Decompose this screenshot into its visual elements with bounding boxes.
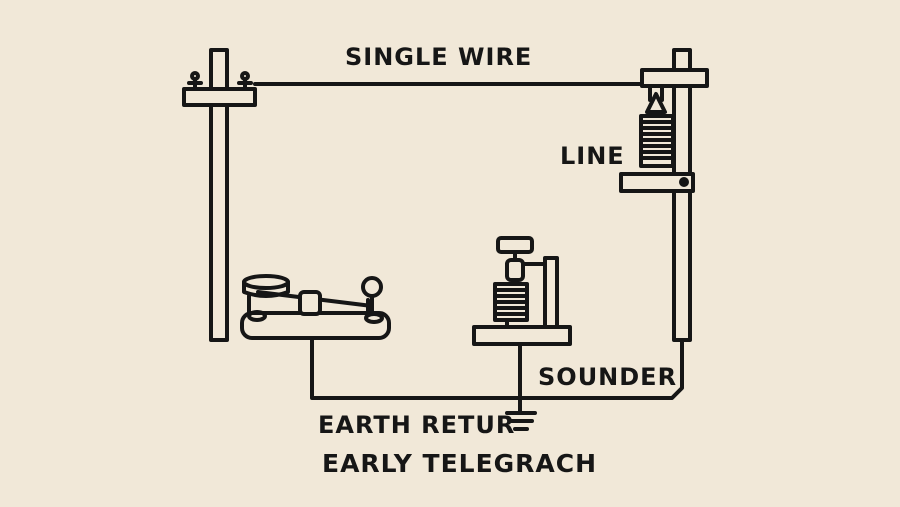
left-insulator-icon: [187, 71, 203, 91]
left-telegraph-pole: [182, 48, 257, 342]
telegraph-key: [240, 274, 391, 340]
right-insulator-icon: [237, 71, 253, 91]
line-relay: [619, 84, 695, 193]
caption-label: EARLY TELEGRACH: [322, 449, 597, 478]
ground-icon: [505, 411, 537, 431]
earth-return-label: EARTH RETUR: [318, 411, 515, 439]
circuit-wire: [310, 336, 684, 400]
single-wire-label: SINGLE WIRE: [345, 43, 532, 71]
sounder-label: SOUNDER: [538, 363, 677, 391]
line-label: LINE: [560, 142, 625, 170]
sounder: [472, 236, 572, 346]
